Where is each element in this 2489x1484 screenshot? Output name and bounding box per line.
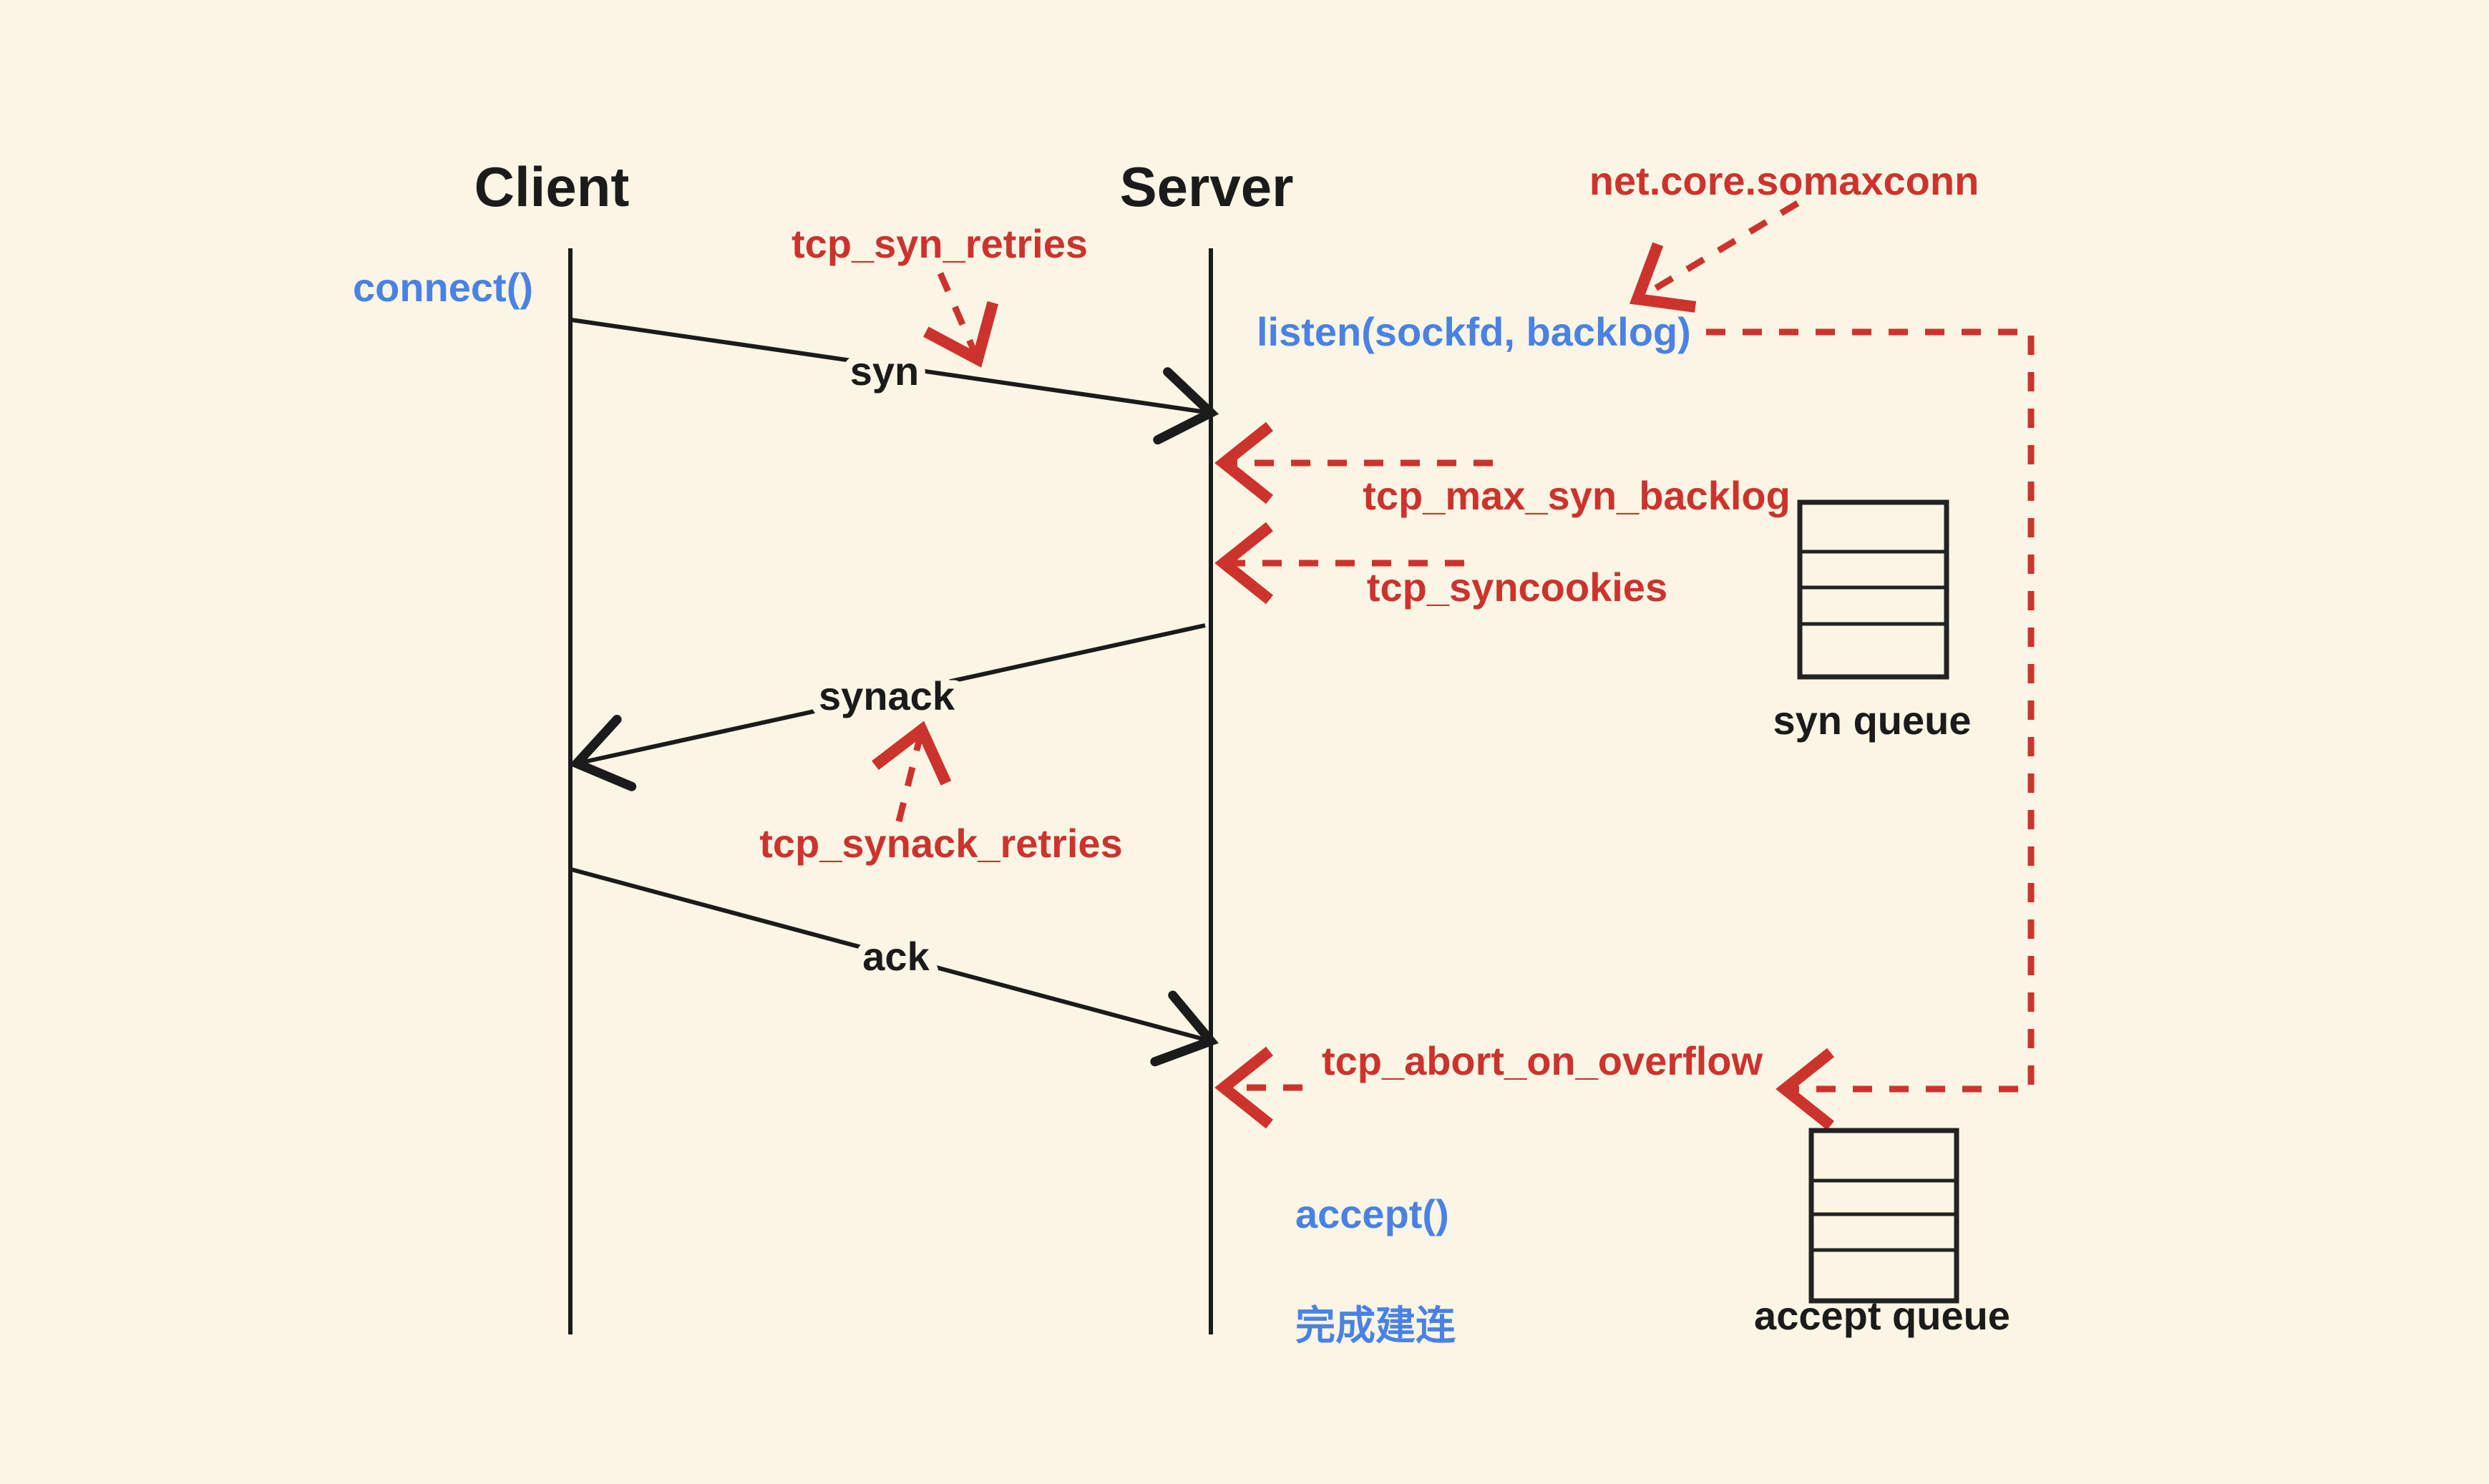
accept-label: accept() [1295, 1191, 1449, 1236]
established-label: 完成建连 [1295, 1303, 1456, 1348]
tcp-abort-on-overflow-label: tcp_abort_on_overflow [1322, 1038, 1763, 1083]
tcp-syn-retries-pointer-arrow [922, 272, 999, 368]
syn-label: syn [850, 348, 920, 394]
listen-label: listen(sockfd, backlog) [1257, 309, 1691, 354]
tcp-synack-retries-label: tcp_synack_retries [759, 821, 1122, 866]
tcp-syncookies-label: tcp_syncookies [1367, 565, 1667, 610]
synack-label: synack [819, 673, 955, 718]
tcp-synack-retries-pointer-arrow [872, 721, 952, 823]
backlog-route-dashed-path [1706, 328, 2035, 1131]
tcp-max-syn-backlog-label: tcp_max_syn_backlog [1363, 473, 1791, 518]
server-title: Server [1120, 155, 1294, 218]
net-core-somaxconn-label: net.core.somaxconn [1589, 158, 1979, 203]
synack-arrow [568, 623, 1206, 791]
syn-queue-label: syn queue [1773, 698, 1972, 743]
accept-queue-label: accept queue [1754, 1293, 2010, 1338]
syn-queue-table [1797, 499, 1949, 680]
somaxconn-pointer-arrow [1629, 200, 1800, 313]
ack-arrow [570, 867, 1219, 1067]
syn-arrow [570, 318, 1219, 445]
connect-label: connect() [353, 265, 533, 310]
tcp-syn-retries-label: tcp_syn_retries [791, 221, 1088, 266]
client-title: Client [474, 155, 630, 218]
accept-queue-table [1808, 1128, 1959, 1304]
ack-label: ack [862, 934, 930, 979]
